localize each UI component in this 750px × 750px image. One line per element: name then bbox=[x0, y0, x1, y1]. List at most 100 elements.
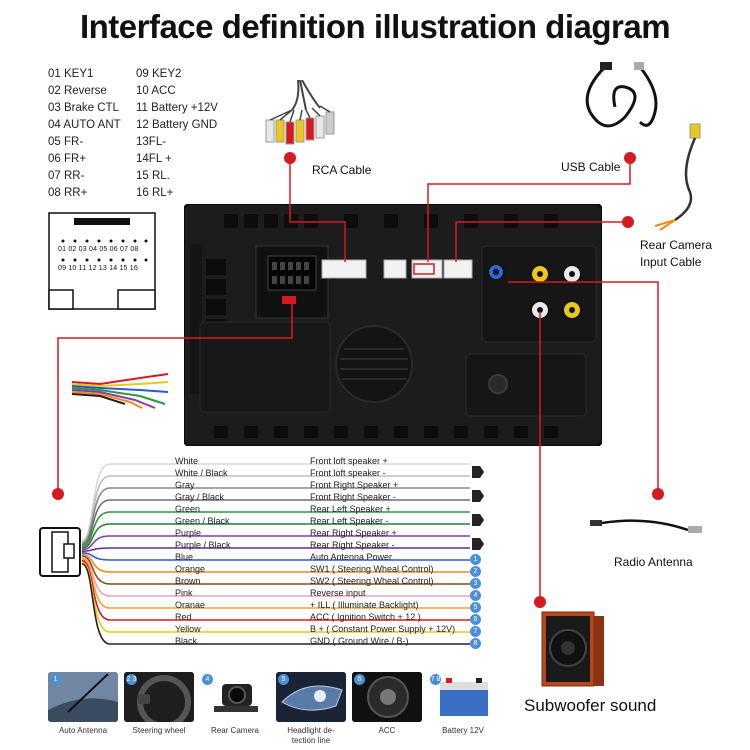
wire-function-label: Rear Left Speaker + bbox=[310, 504, 391, 514]
wire-function-label: Rear Right Speaker - bbox=[310, 540, 395, 550]
wire-line bbox=[81, 487, 470, 544]
pin-item: 16 RL+ bbox=[136, 187, 174, 199]
wire-line bbox=[81, 555, 470, 585]
subwoofer-image bbox=[540, 610, 606, 693]
wire-line bbox=[81, 552, 470, 561]
pin-item: 06 FR+ bbox=[48, 153, 87, 165]
thumb-badge: 4 bbox=[202, 674, 213, 685]
wire-line bbox=[81, 556, 470, 597]
wire-function-label: GND ( Ground Wire / B-) bbox=[310, 636, 409, 646]
thumb-badge: 1 bbox=[50, 674, 61, 685]
speaker-icons bbox=[468, 464, 488, 565]
pin-item: 11 Battery +12V bbox=[136, 102, 218, 114]
harness-marker bbox=[52, 488, 64, 500]
wire-bundle-image bbox=[70, 370, 170, 415]
thumb-caption: Rear Camera bbox=[210, 726, 259, 735]
wire-function-label: Auto Antenna Power bbox=[310, 552, 393, 562]
wire-function-label: SW1 ( Steering Wheal Control) bbox=[310, 564, 434, 574]
radio-antenna-marker bbox=[652, 488, 664, 500]
page-title: Interface definition illustration diagra… bbox=[79, 8, 671, 45]
wire-color-label: White bbox=[175, 456, 199, 466]
wire-line bbox=[81, 553, 470, 573]
thumb-badge: 6 bbox=[354, 674, 365, 685]
pin-item: 13FL- bbox=[136, 136, 167, 148]
wire-function-label: Rear Left Speaker - bbox=[310, 516, 389, 526]
wire-line bbox=[81, 499, 470, 546]
harness-plug bbox=[38, 526, 88, 583]
wire-function-label: Reverse input bbox=[310, 588, 366, 598]
pin-item: 09 KEY2 bbox=[136, 68, 182, 80]
wire-color-label: Orange bbox=[175, 564, 206, 574]
thumb-badge: 2 3 bbox=[126, 674, 137, 685]
thumb-rear-camera: 4 bbox=[200, 672, 270, 722]
wire-function-label: SW2 ( Steering Wheal Control) bbox=[310, 576, 434, 586]
subwoofer-label: Subwoofer sound bbox=[524, 696, 657, 715]
usb-cable-label: USB Cable bbox=[561, 160, 621, 174]
usb-cable-image bbox=[570, 62, 670, 147]
pin-item: 14FL + bbox=[136, 153, 172, 165]
wire-color-label: Purple bbox=[175, 528, 202, 538]
usb-marker bbox=[624, 152, 636, 164]
wire-number-badge: 5 bbox=[470, 602, 481, 613]
wire-line bbox=[81, 561, 470, 633]
wire-color-label: Yellow bbox=[175, 624, 201, 634]
wire-line bbox=[81, 523, 470, 549]
rca-cable-label: RCA Cable bbox=[312, 163, 372, 177]
thumb-caption: ACC bbox=[378, 726, 396, 735]
thumb-caption: Battery 12V bbox=[442, 726, 484, 735]
pin-item: 15 RL. bbox=[136, 170, 170, 182]
wire-line bbox=[81, 547, 470, 552]
wire-color-label: Green / Black bbox=[175, 516, 230, 526]
wire-number-badge: 1 bbox=[470, 554, 481, 565]
wire-function-label: Front loft speaker - bbox=[310, 468, 386, 478]
rear-camera-marker bbox=[622, 216, 634, 228]
wire-color-label: Pink bbox=[175, 588, 193, 598]
wire-color-label: Green bbox=[175, 504, 201, 514]
wire-harness bbox=[0, 460, 750, 660]
wire-color-label: Blue bbox=[175, 552, 194, 562]
thumb-caption: Auto Antenna bbox=[58, 726, 108, 735]
wire-line bbox=[81, 535, 470, 551]
pin-item: 10 ACC bbox=[136, 85, 176, 97]
connector-top-numbers: 01 02 03 04 05 06 07 08 bbox=[58, 246, 139, 253]
pin-item: 03 Brake CTL bbox=[48, 102, 119, 114]
pin-item: 04 AUTO ANT bbox=[48, 119, 121, 131]
wire-function-label: Rear Right Speaker + bbox=[310, 528, 397, 538]
thumb-auto-antenna: 1 bbox=[48, 672, 118, 722]
connector-bottom-numbers: 09 10 11 12 13 14 15 16 bbox=[58, 265, 138, 272]
thumb-caption: Steering wheel bbox=[132, 726, 186, 735]
pin-item: 12 Battery GND bbox=[136, 119, 218, 131]
wire-function-label: B + ( Constant Power Supply + 12V) bbox=[310, 624, 456, 634]
pin-list-right: 09 KEY2 10 ACC 11 Battery +12V 12 Batter… bbox=[136, 66, 218, 202]
wire-line bbox=[81, 558, 470, 609]
pin-list-left: 01 KEY1 02 Reverse 03 Brake CTL 04 AUTO … bbox=[48, 66, 121, 202]
wire-color-label: Gray / Black bbox=[175, 492, 225, 502]
wire-number-badge: 3 bbox=[470, 578, 481, 589]
wire-function-label: ACC ( Ignition Switch + 12 ) bbox=[310, 612, 421, 622]
wire-number-badge: 7 bbox=[470, 626, 481, 637]
rca-marker bbox=[284, 152, 296, 164]
wire-line bbox=[81, 560, 470, 621]
head-unit bbox=[183, 203, 603, 447]
thumb-acc: 6 bbox=[352, 672, 422, 722]
wire-number-badge: 4 bbox=[470, 590, 481, 601]
wire-function-label: Front Right Speaker - bbox=[310, 492, 397, 502]
wire-number-badge: 8 bbox=[470, 638, 481, 649]
pin-item: 08 RR+ bbox=[48, 187, 88, 199]
wire-number-badge: 2 bbox=[470, 566, 481, 577]
pin-item: 01 KEY1 bbox=[48, 68, 94, 80]
wire-color-label: White / Black bbox=[175, 468, 228, 478]
wire-line bbox=[81, 563, 470, 645]
wire-line bbox=[81, 463, 470, 541]
wire-line bbox=[81, 511, 470, 548]
wire-color-label: Gray bbox=[175, 480, 195, 490]
thumb-badge: 5 bbox=[278, 674, 289, 685]
wire-color-label: Black bbox=[175, 636, 198, 646]
wire-line bbox=[81, 475, 470, 543]
wire-color-label: Oranae bbox=[175, 600, 206, 610]
subwoofer-marker bbox=[534, 596, 546, 608]
thumb-badge: 7 8 bbox=[430, 674, 441, 685]
thumb-battery: 7 8 bbox=[428, 672, 498, 722]
wire-function-label: Front loft speaker + bbox=[310, 456, 388, 466]
